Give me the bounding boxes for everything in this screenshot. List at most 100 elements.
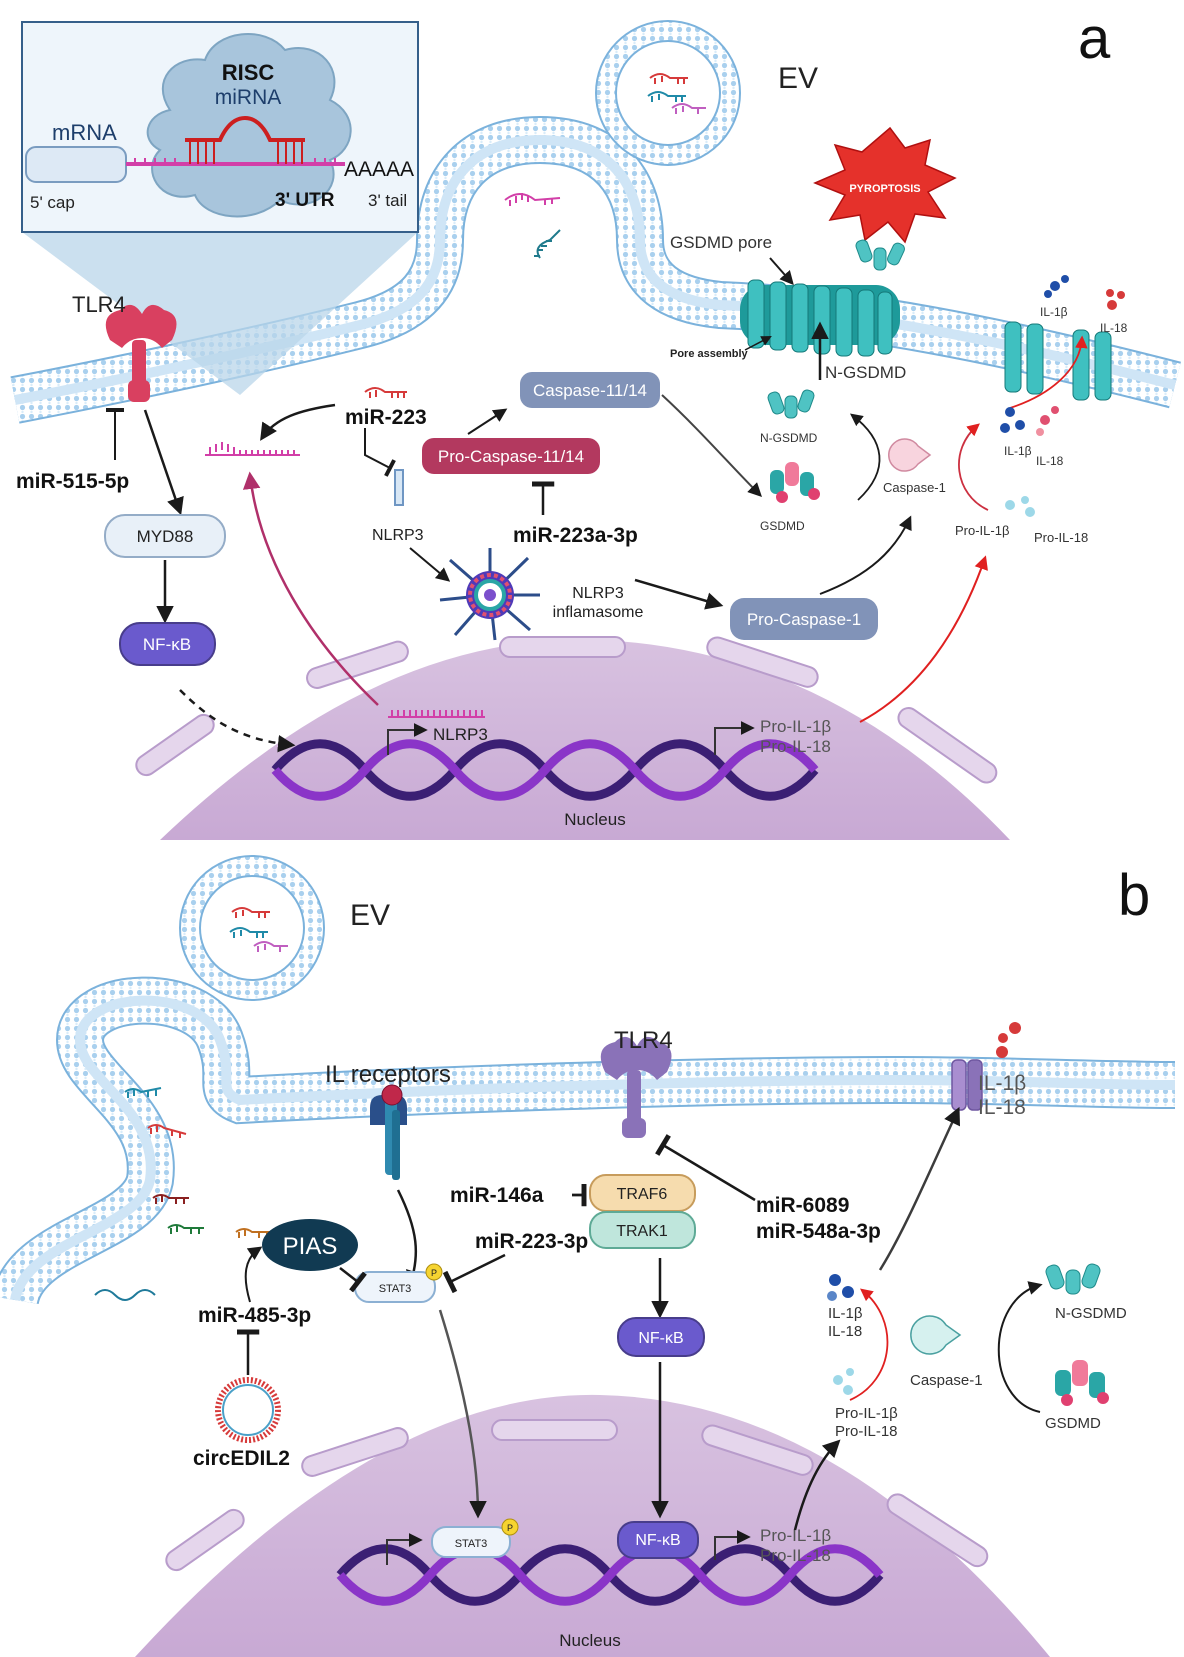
nfkb-node-b bbox=[617, 1317, 705, 1357]
mrna-5cap bbox=[25, 146, 127, 183]
procasp1-to-casp1-arrow bbox=[819, 515, 912, 595]
mir146a-label: miR-146a bbox=[450, 1184, 544, 1207]
nfkb-label-b: NF-κB bbox=[638, 1330, 683, 1347]
inflammasome-to-procasp1-arrow bbox=[634, 578, 724, 610]
pias-node bbox=[262, 1219, 358, 1271]
ev-vesicle-b bbox=[179, 855, 325, 1001]
il-receptors-label: IL receptors bbox=[325, 1061, 451, 1088]
nlrp3-mrna-cytosol bbox=[205, 442, 300, 456]
il-channel-b bbox=[951, 1059, 983, 1111]
mir6089-inhibition bbox=[655, 1134, 756, 1202]
pro-il-cleavage-arrow bbox=[958, 423, 989, 511]
caspase1-label-a: Caspase-1 bbox=[883, 480, 946, 495]
nucleus-pro-il1b-b: Pro-IL-1β bbox=[760, 1526, 831, 1545]
gsdmd-pore-label: GSDMD pore bbox=[670, 233, 772, 252]
nuclear-envelope-a bbox=[135, 636, 998, 784]
plasma-membrane-b bbox=[0, 976, 1176, 1307]
il-secretion-arrow-a bbox=[1009, 335, 1088, 409]
stat3-label: STAT3 bbox=[379, 1283, 412, 1295]
n-gsdmd-big-label: N-GSDMD bbox=[825, 363, 906, 382]
il-particles-b-cyt bbox=[827, 1274, 854, 1301]
pro-il18-label-b: Pro-IL-18 bbox=[835, 1423, 898, 1440]
il18-mid-label: IL-18 bbox=[1036, 454, 1064, 468]
gsdmd-cleavage-arrow-b bbox=[997, 1281, 1043, 1413]
mir223-label: miR-223 bbox=[345, 406, 427, 429]
pyroptosis-label: PYROPTOSIS bbox=[849, 183, 920, 195]
tss-arrow-stat3 bbox=[386, 1533, 423, 1565]
il18-top-label: IL-18 bbox=[1100, 321, 1128, 335]
nucleus-label-a: Nucleus bbox=[564, 810, 625, 829]
risc-complex bbox=[146, 33, 352, 218]
myd88-label: MYD88 bbox=[137, 527, 194, 546]
il18-cyt-label: IL-18 bbox=[828, 1323, 862, 1340]
dna-helix-a bbox=[271, 739, 819, 801]
circedil2-label: circEDIL2 bbox=[193, 1447, 290, 1470]
il18-label-b: IL-18 bbox=[978, 1096, 1026, 1119]
nucleus-nlrp3-label: NLRP3 bbox=[433, 725, 488, 744]
nlrp3-protein-a bbox=[394, 469, 404, 506]
mir223a3p-label: miR-223a-3p bbox=[513, 524, 638, 547]
stat3-to-nucleus-arrow bbox=[438, 1309, 487, 1519]
scattered-mirnas-b bbox=[94, 1087, 272, 1301]
inset-mirna-label: miRNA bbox=[215, 86, 282, 109]
n-gsdmd-cluster-b bbox=[1045, 1263, 1101, 1295]
tlr4-label-b: TLR4 bbox=[614, 1027, 673, 1054]
procaspase1114-node bbox=[422, 438, 600, 474]
nucleus-to-pro-il-arrow bbox=[859, 555, 988, 723]
nuclear-envelope-b bbox=[165, 1419, 989, 1572]
nucleus-nfkb-node-b bbox=[617, 1521, 699, 1559]
released-n-gsdmd bbox=[855, 239, 905, 271]
il1b-top-label: IL-1β bbox=[1040, 305, 1068, 319]
caspase1114-label: Caspase-11/14 bbox=[533, 381, 647, 400]
nucleus-pro-il18-b: Pro-IL-18 bbox=[760, 1546, 831, 1565]
mirna-in-vesicle-a bbox=[504, 193, 561, 259]
pro-il-particles-b bbox=[833, 1368, 854, 1395]
mir2233p-inhibition bbox=[442, 1253, 506, 1294]
ev-label-a: EV bbox=[778, 62, 818, 95]
il-receptor-to-stat3-arrow bbox=[396, 1189, 423, 1289]
panel-b-letter: b bbox=[1118, 863, 1150, 928]
gsdmd-label-b: GSDMD bbox=[1045, 1415, 1101, 1432]
pore-assembly-label: Pore assembly bbox=[670, 348, 749, 360]
traf6-label: TRAF6 bbox=[617, 1186, 668, 1203]
procaspase1114-label: Pro-Caspase-11/14 bbox=[438, 447, 584, 466]
nfkb-to-nucleus-dashed bbox=[179, 689, 296, 753]
inflammasome-label-1: NLRP3 bbox=[572, 585, 624, 602]
nlrp3-inflammasome bbox=[439, 548, 540, 641]
il-receptor bbox=[370, 1084, 407, 1180]
mir223-to-mrna-arrow bbox=[260, 403, 336, 441]
panel-a: a Nucleus NLRP3 Pro-IL-1β Pro-IL-18 bbox=[10, 6, 1181, 840]
pyroptosis-burst bbox=[813, 126, 957, 244]
nucleus-to-pro-il-arrow-b bbox=[793, 1439, 841, 1531]
nucleus-export-arrow bbox=[242, 471, 379, 706]
nlrp3-to-inflammasome-arrow bbox=[409, 547, 451, 582]
inflammasome-label-2: inflamasome bbox=[553, 604, 644, 621]
mir4853p-label: miR-485-3p bbox=[198, 1304, 311, 1327]
mir2233p-label: miR-223-3p bbox=[475, 1230, 588, 1253]
dna-helix-b bbox=[336, 1544, 884, 1606]
myd88-node bbox=[104, 514, 226, 558]
gsdmd-cluster-b bbox=[1055, 1360, 1109, 1406]
procaspase1-label: Pro-Caspase-1 bbox=[747, 610, 861, 629]
pro-il1b-label-a: Pro-IL-1β bbox=[955, 523, 1009, 538]
il1b-cyt-label: IL-1β bbox=[828, 1305, 863, 1322]
tlr4-to-myd88-arrow bbox=[143, 409, 184, 516]
tlr4-receptor-a bbox=[105, 304, 177, 402]
mirna-duplex bbox=[134, 115, 336, 164]
mir6089-label: miR-6089 bbox=[756, 1194, 849, 1217]
inset-5cap-label: 5' cap bbox=[30, 193, 75, 212]
pias-inhibits-stat3 bbox=[339, 1267, 367, 1293]
panel-b: b Nucleus STAT3 P NF-κB Pro-IL-1β Pro-IL… bbox=[0, 855, 1176, 1657]
il1b-label-b: IL-1β bbox=[978, 1072, 1026, 1095]
mir548a-label: miR-548a-3p bbox=[756, 1220, 881, 1243]
tlr4-receptor-b bbox=[600, 1036, 672, 1138]
gsdmd-cleavage-arrow bbox=[849, 413, 881, 501]
inset-polya-label: AAAAA bbox=[344, 158, 414, 181]
inset-zoom-triangle bbox=[22, 232, 418, 395]
caspase1114-node bbox=[520, 372, 660, 408]
nucleus-stat3-label: STAT3 bbox=[455, 1538, 488, 1550]
pro-il1b-label-b: Pro-IL-1β bbox=[835, 1405, 898, 1422]
circedil2-circle bbox=[215, 1377, 281, 1443]
nucleus-pro-il18-a: Pro-IL-18 bbox=[760, 737, 831, 756]
mir223-strand bbox=[364, 387, 407, 398]
